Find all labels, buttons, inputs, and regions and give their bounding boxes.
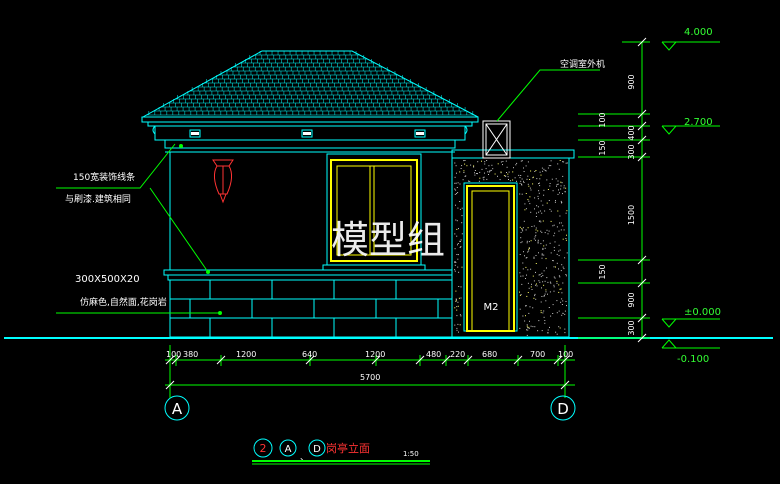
roof-tile-hatch [146, 51, 475, 116]
dim-label: 900 [627, 292, 636, 307]
dim-label: 150 [598, 140, 607, 155]
stucco-texture [454, 160, 568, 336]
title-number: 2 [260, 442, 267, 455]
elevation-minus-0100: -0.100 [677, 354, 709, 365]
dim-label: 400 [627, 125, 636, 140]
elevation-markers [661, 41, 720, 349]
door-label: M2 [484, 302, 499, 313]
axis-bubbles: A D [164, 395, 576, 421]
ac-leader [496, 69, 600, 122]
title-axis-d: D [313, 444, 321, 455]
total-dim-label: 5700 [360, 373, 380, 382]
axis-a-label: A [172, 400, 183, 418]
scale-label: 1:50 [403, 450, 419, 458]
hip-roof [141, 50, 479, 118]
elevation-2700: 2.700 [684, 117, 713, 128]
bottom-dim-ticks [165, 355, 570, 390]
door-m2: M2 [463, 182, 518, 332]
title-text: 岗亭立面 [326, 441, 370, 455]
bottom-dim-labels: 100 380 1200 640 1200 480 220 680 700 10… [166, 350, 573, 382]
dim-label: 150 [598, 264, 607, 279]
granite-base [169, 279, 453, 338]
dim-label: 640 [302, 350, 317, 359]
roof-cornice [141, 116, 479, 153]
ac-note: 空调室外机 [560, 58, 605, 70]
dim-label: 220 [450, 350, 465, 359]
dim-label: 300 [627, 144, 636, 159]
dim-label: 100 [598, 112, 607, 127]
wall-lantern [212, 159, 234, 204]
dim-label: 100 [558, 350, 573, 359]
ac-unit [482, 120, 511, 159]
dim-label: 680 [482, 350, 497, 359]
drawing-title: 2 A 、 D 岗亭立面 1:50 [252, 438, 430, 465]
dim-label: 380 [183, 350, 198, 359]
leader-dot [179, 144, 183, 148]
eave-vents [189, 129, 426, 138]
leader-dot [218, 311, 222, 315]
right-dimensions [578, 41, 650, 339]
dim-label: 480 [426, 350, 441, 359]
right-dim-ticks [637, 37, 647, 343]
elevation-4000: 4.000 [684, 27, 713, 38]
note-tile-size: 300X500X20 [75, 274, 140, 285]
left-annotations [56, 143, 220, 314]
title-separator: 、 [300, 453, 309, 463]
elevation-0000: ±0.000 [684, 307, 721, 318]
dim-label: 100 [166, 350, 181, 359]
dim-label: 1500 [627, 205, 636, 225]
note-granite: 仿麻色,自然面,花岗岩 [80, 296, 167, 308]
dim-label: 700 [530, 350, 545, 359]
axis-d-label: D [557, 400, 569, 418]
leader-dot [206, 270, 210, 274]
watermark: 模型组 [331, 218, 445, 262]
note-moulding: 150宽装饰线条 [73, 171, 135, 183]
dim-label: 1200 [365, 350, 385, 359]
dim-label: 1200 [236, 350, 256, 359]
title-axis-a: A [285, 444, 292, 455]
note-moulding-2: 与刷漆.建筑相同 [65, 193, 131, 205]
window [322, 153, 426, 271]
dim-label: 900 [627, 74, 636, 89]
right-dim-labels: 900 100 400 150 300 1500 150 900 300 [598, 74, 636, 335]
dim-label: 300 [627, 320, 636, 335]
